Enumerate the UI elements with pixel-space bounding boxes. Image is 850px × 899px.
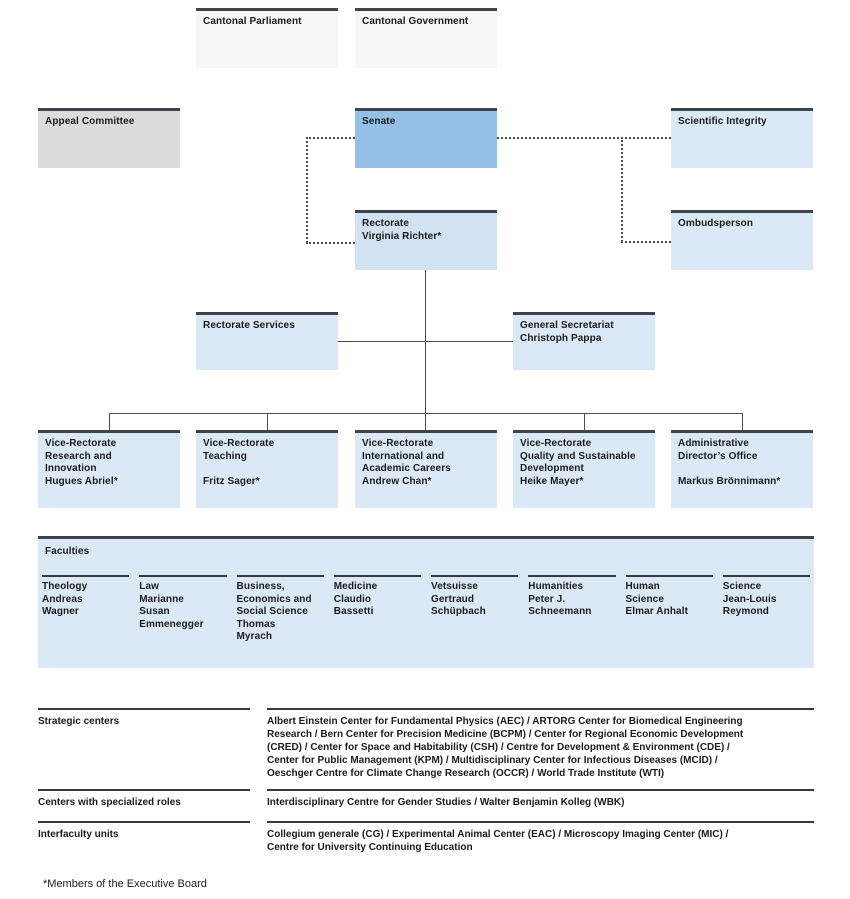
faculty-medicine-label: Medicine Claudio Bassetti (333, 581, 378, 617)
box-vice-rectorate-teaching: Vice-Rectorate Teaching Fritz Sager* (196, 430, 338, 508)
faculty-theology-label: Theology Andreas Wagner (42, 581, 88, 617)
box-cantonal-parliament: Cantonal Parliament (196, 8, 338, 68)
strategic-centers-label: Strategic centers (38, 708, 250, 728)
connector-dotted-rectorate-left (306, 242, 355, 244)
box-cantonal-government-label: Cantonal Government (362, 16, 469, 27)
connector-services-secretariat (338, 341, 513, 342)
box-general-secretariat-label: General Secretariat Christoph Pappa (520, 320, 614, 344)
box-senate: Senate (355, 108, 497, 168)
connector-vice-rectorate-rake (109, 413, 742, 414)
faculties-heading: Faculties (45, 546, 90, 557)
box-vice-rectorate-quality-label: Vice-Rectorate Quality and Sustainable D… (520, 438, 636, 487)
box-rectorate-services-label: Rectorate Services (203, 320, 295, 331)
specialized-centers-content: Interdisciplinary Centre for Gender Stud… (267, 789, 814, 809)
faculty-medicine: Medicine Claudio Bassetti (333, 575, 421, 644)
box-scientific-integrity-label: Scientific Integrity (678, 116, 767, 127)
box-ombudsperson: Ombudsperson (671, 210, 813, 270)
connector-drop-4 (584, 413, 585, 430)
faculty-law: Law Marianne Susan Emmenegger (139, 575, 227, 644)
box-vice-rectorate-research-label: Vice-Rectorate Research and Innovation H… (45, 438, 118, 487)
faculty-humanities-label: Humanities Peter J. Schneemann (528, 581, 592, 617)
box-rectorate-label: Rectorate Virginia Richter* (362, 218, 442, 242)
box-administrative-directors-office: Administrative Director’s Office Markus … (671, 430, 813, 508)
footnote: *Members of the Executive Board (43, 878, 207, 890)
box-vice-rectorate-quality: Vice-Rectorate Quality and Sustainable D… (513, 430, 655, 508)
interfaculty-units-content: Collegium generale (CG) / Experimental A… (267, 821, 814, 854)
connector-dotted-senate-right (497, 137, 671, 139)
box-cantonal-parliament-label: Cantonal Parliament (203, 16, 302, 27)
connector-drop-5 (742, 413, 743, 430)
faculty-humanities: Humanities Peter J. Schneemann (528, 575, 616, 644)
interfaculty-units-label: Interfaculty units (38, 821, 250, 841)
connector-drop-1 (109, 413, 110, 430)
box-vice-rectorate-international-label: Vice-Rectorate International and Academi… (362, 438, 451, 487)
box-administrative-directors-office-label: Administrative Director’s Office Markus … (678, 438, 781, 487)
faculty-science: Science Jean-Louis Reymond (722, 575, 810, 644)
connector-dotted-left-vertical (306, 137, 308, 243)
box-appeal-committee-label: Appeal Committee (45, 116, 135, 127)
box-rectorate: Rectorate Virginia Richter* (355, 210, 497, 270)
faculty-business-economics: Business, Economics and Social Science T… (236, 575, 324, 644)
box-faculties: Faculties Theology Andreas Wagner Law Ma… (38, 536, 814, 668)
box-ombudsperson-label: Ombudsperson (678, 218, 754, 229)
box-rectorate-services: Rectorate Services (196, 312, 338, 370)
faculty-business-economics-label: Business, Economics and Social Science T… (236, 581, 312, 642)
faculty-human-science: Human Science Elmar Anhalt (625, 575, 713, 644)
box-appeal-committee: Appeal Committee (38, 108, 180, 168)
faculty-theology: Theology Andreas Wagner (42, 575, 130, 644)
connector-rectorate-spine (425, 270, 426, 430)
box-vice-rectorate-research: Vice-Rectorate Research and Innovation H… (38, 430, 180, 508)
connector-dotted-ombudsperson (621, 241, 671, 243)
specialized-centers-label: Centers with specialized roles (38, 789, 250, 809)
faculty-science-label: Science Jean-Louis Reymond (722, 581, 777, 617)
connector-dotted-senate-left (306, 137, 355, 139)
strategic-centers-content: Albert Einstein Center for Fundamental P… (267, 708, 814, 780)
box-cantonal-government: Cantonal Government (355, 8, 497, 68)
faculty-law-label: Law Marianne Susan Emmenegger (139, 581, 204, 630)
faculties-grid: Theology Andreas Wagner Law Marianne Sus… (42, 575, 810, 644)
box-scientific-integrity: Scientific Integrity (671, 108, 813, 168)
connector-dotted-right-vertical (621, 137, 623, 242)
faculty-vetsuisse-label: Vetsuisse Gertraud Schüpbach (431, 581, 486, 617)
faculty-vetsuisse: Vetsuisse Gertraud Schüpbach (431, 575, 519, 644)
box-general-secretariat: General Secretariat Christoph Pappa (513, 312, 655, 370)
box-vice-rectorate-international: Vice-Rectorate International and Academi… (355, 430, 497, 508)
box-vice-rectorate-teaching-label: Vice-Rectorate Teaching Fritz Sager* (203, 438, 275, 487)
box-senate-label: Senate (362, 116, 396, 127)
faculty-human-science-label: Human Science Elmar Anhalt (625, 581, 689, 617)
connector-drop-2 (267, 413, 268, 430)
